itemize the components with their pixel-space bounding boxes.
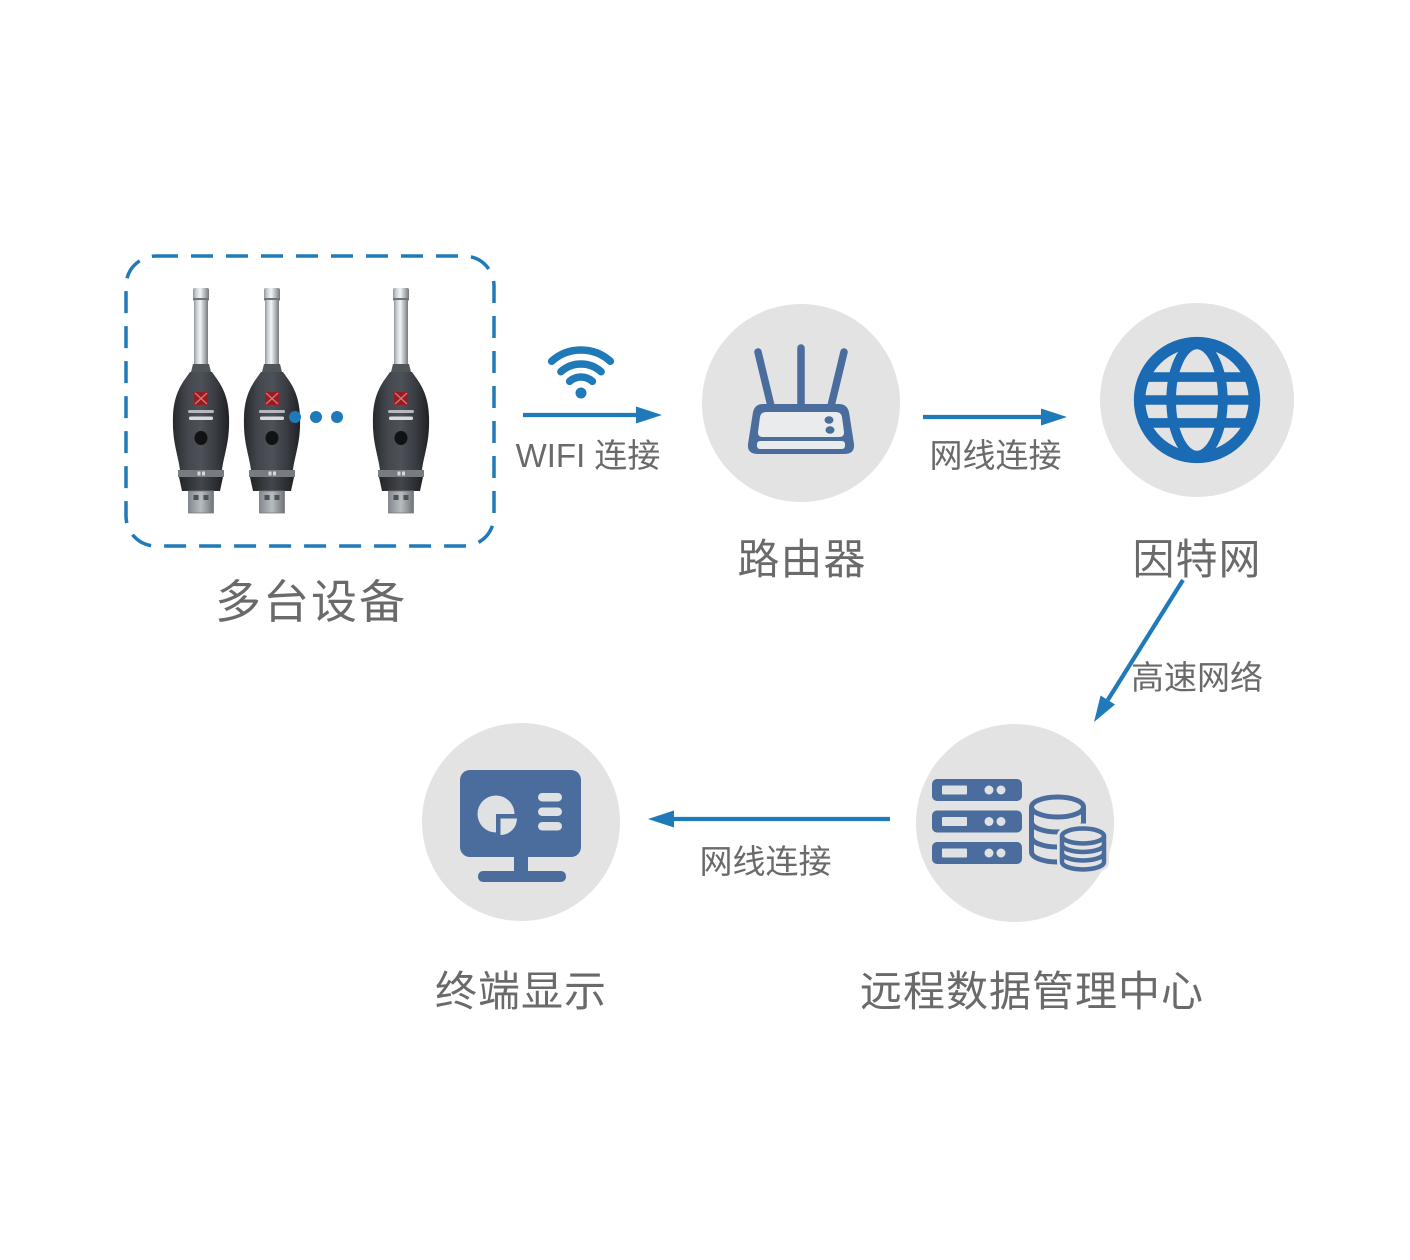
arrowhead-ethernet2 <box>648 810 674 828</box>
sound-sensor-device-image <box>372 288 430 514</box>
device-micro-text <box>188 410 214 420</box>
server-database-icon <box>932 779 1109 872</box>
device-logo <box>394 392 408 405</box>
sound-sensor-device-image <box>243 288 301 514</box>
globe-icon <box>1133 336 1261 464</box>
connection-label-highspeed: 高速网络 <box>1131 659 1263 696</box>
node-label-data-center: 远程数据管理中心 <box>859 968 1204 1015</box>
device-micro-text <box>259 410 285 420</box>
node-data-center <box>916 724 1114 922</box>
wifi-icon <box>547 346 615 399</box>
connection-label-ethernet1: 网线连接 <box>929 437 1062 474</box>
connection-label-ethernet2: 网线连接 <box>699 843 832 880</box>
device-logo <box>265 392 279 405</box>
monitor-dashboard-icon <box>459 769 581 882</box>
ellipsis-dots <box>289 411 343 423</box>
arrowhead-wifi <box>636 406 662 424</box>
node-label-terminal: 终端显示 <box>434 968 607 1015</box>
node-label-router: 路由器 <box>737 536 867 583</box>
device-logo <box>194 392 208 405</box>
node-terminal <box>422 723 620 921</box>
node-internet <box>1100 303 1294 497</box>
device-micro-text <box>388 410 414 420</box>
arrowhead-ethernet1 <box>1041 408 1067 426</box>
connection-label-wifi: WIFI 连接 <box>515 437 661 474</box>
arrowhead-highspeed <box>1094 695 1115 722</box>
node-label-internet: 因特网 <box>1132 536 1262 583</box>
node-router <box>702 304 900 502</box>
devices-group-box <box>124 254 496 548</box>
sound-sensor-device-image <box>172 288 230 514</box>
router-icon <box>747 344 855 454</box>
devices-group-label: 多台设备 <box>215 576 407 628</box>
